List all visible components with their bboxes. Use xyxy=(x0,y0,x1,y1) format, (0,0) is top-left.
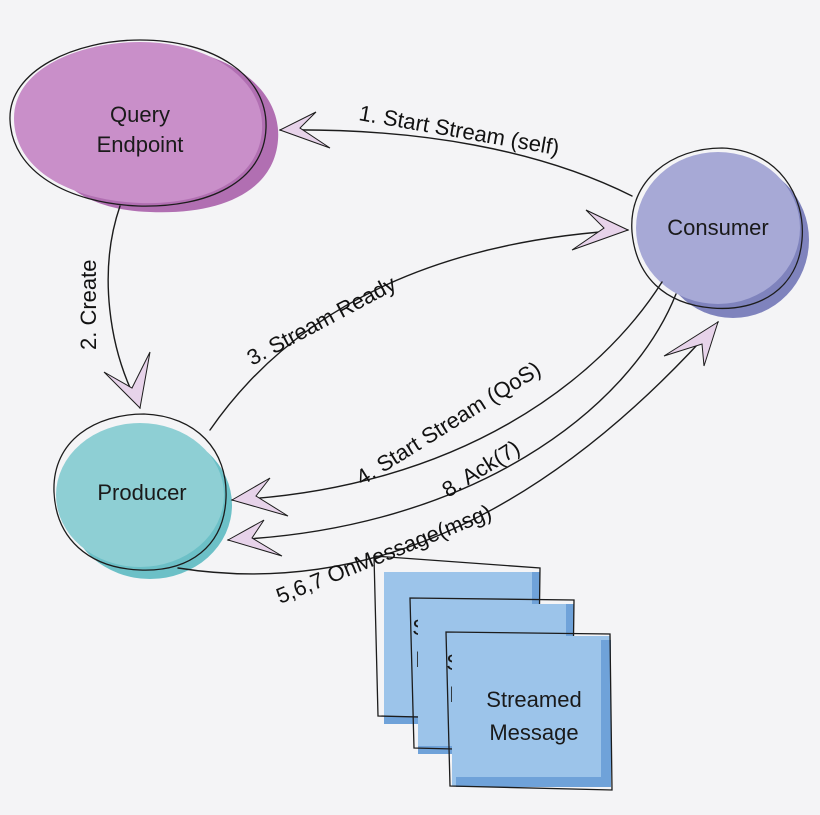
producer-label: Producer xyxy=(97,480,186,505)
producer-node[interactable]: Producer xyxy=(53,413,232,579)
edge-label-stream-ready: 3. Stream Ready xyxy=(243,271,400,371)
streamed-message-stack: Streamed Message Streamed Message Stream… xyxy=(373,555,613,791)
query-endpoint-label-line2: Endpoint xyxy=(97,132,184,157)
arrowhead-3 xyxy=(571,209,630,251)
consumer-fill xyxy=(636,152,800,304)
consumer-label: Consumer xyxy=(667,215,768,240)
arrowhead-1 xyxy=(278,111,331,149)
edge-label-start-stream-qos: 4. Start Stream (QoS) xyxy=(351,356,545,490)
producer-fill xyxy=(56,423,224,567)
arrowhead-2 xyxy=(103,351,151,410)
edge-stream-ready: 3. Stream Ready xyxy=(209,209,630,431)
query-endpoint-label-line1: Query xyxy=(110,102,170,127)
consumer-node[interactable]: Consumer xyxy=(631,147,809,318)
message-card-front: Streamed Message xyxy=(445,631,613,791)
arrowhead-5 xyxy=(663,320,719,367)
edge-label-ack: 8. Ack(7) xyxy=(437,435,524,502)
arrowhead-8 xyxy=(226,519,283,557)
arrowhead-4 xyxy=(230,477,289,517)
edge-label-create: 2. Create xyxy=(76,260,101,351)
message-card-front-line2: Message xyxy=(489,720,578,745)
query-endpoint-fill xyxy=(14,42,263,204)
edge-create: 2. Create xyxy=(76,205,151,410)
edge-label-start-stream-self: 1. Start Stream (self) xyxy=(357,100,561,160)
message-card-front-line1: Streamed xyxy=(486,687,581,712)
query-endpoint-outline xyxy=(9,39,267,207)
producer-outline xyxy=(53,413,227,571)
consumer-outline xyxy=(631,147,804,310)
edge-start-stream-self: 1. Start Stream (self) xyxy=(278,100,633,197)
query-endpoint-node[interactable]: Query Endpoint xyxy=(9,39,279,213)
